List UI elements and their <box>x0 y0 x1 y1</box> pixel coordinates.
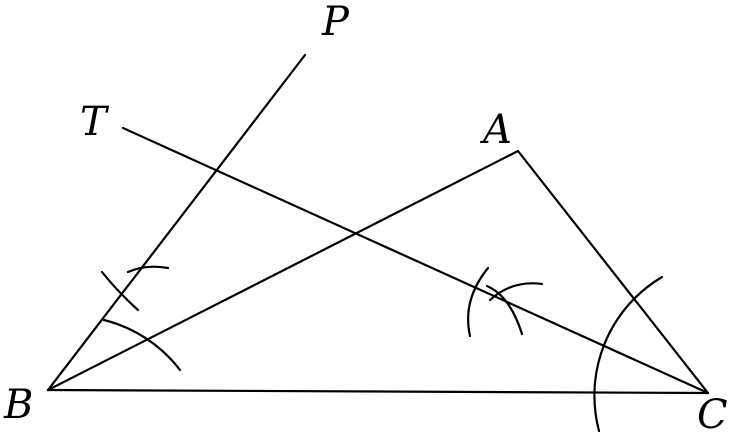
segment-AB <box>46 149 520 392</box>
construction-arc-mid-1 <box>467 266 490 338</box>
label-P: P <box>321 0 350 45</box>
label-A: A <box>479 107 512 153</box>
construction-arc-B-small <box>100 270 140 312</box>
ray-BP <box>46 53 307 392</box>
construction-arc-mid-3 <box>488 282 544 302</box>
segment-BC <box>46 388 710 395</box>
line-CT <box>121 126 710 395</box>
construction-arc-mid-2 <box>485 284 524 336</box>
construction-arc-C <box>593 275 664 433</box>
label-C: C <box>697 392 728 438</box>
construction-arc-B <box>102 318 182 372</box>
segment-AC <box>516 149 710 395</box>
label-B: B <box>3 382 33 428</box>
label-T: T <box>80 99 110 145</box>
construction-arc-B-small-2 <box>126 265 170 274</box>
